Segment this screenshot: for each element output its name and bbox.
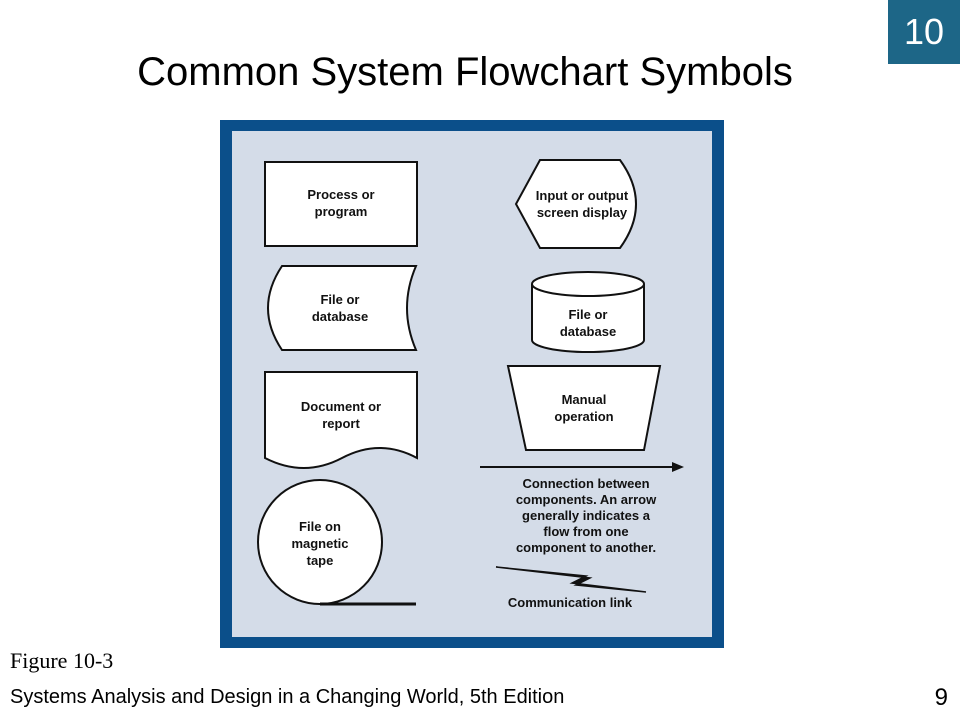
connection-arrow-symbol xyxy=(480,462,684,472)
connection-line5: component to another. xyxy=(516,540,656,555)
flowchart-symbols-figure: Process or program Input or output scree… xyxy=(220,120,724,648)
connection-line4: flow from one xyxy=(543,524,628,539)
file-left-label-line1: File or xyxy=(320,292,359,307)
connection-line2: components. An arrow xyxy=(516,492,657,507)
io-display-symbol: Input or output screen display xyxy=(514,159,637,249)
file-right-label-line1: File or xyxy=(568,307,607,322)
document-label-line1: Document or xyxy=(301,399,381,414)
manual-operation-symbol: Manual operation xyxy=(506,365,662,451)
connection-line1: Connection between xyxy=(522,476,649,491)
comm-link-label: Communication link xyxy=(508,595,633,610)
chapter-badge: 10 xyxy=(888,0,960,64)
io-label-line1: Input or output xyxy=(536,188,629,203)
document-symbol: Document or report xyxy=(264,371,418,469)
file-database-right-symbol: File or database xyxy=(531,271,645,353)
process-label-line1: Process or xyxy=(307,187,374,202)
page-number: 9 xyxy=(934,684,948,711)
footer-text: Systems Analysis and Design in a Changin… xyxy=(10,686,565,708)
manual-label-line2: operation xyxy=(554,409,613,424)
manual-label-line1: Manual xyxy=(562,392,607,407)
flowchart-symbols-svg: Process or program Input or output scree… xyxy=(220,120,724,648)
tape-label-line1: File on xyxy=(299,519,341,534)
process-label-line2: program xyxy=(315,204,368,219)
document-label-line2: report xyxy=(322,416,360,431)
tape-label-line2: magnetic xyxy=(291,536,348,551)
file-left-label-line2: database xyxy=(312,309,368,324)
connection-description: Connection between components. An arrow … xyxy=(516,476,657,555)
io-label-line2: screen display xyxy=(537,205,628,220)
magnetic-tape-symbol: File on magnetic tape xyxy=(257,479,416,606)
slide-title: Common System Flowchart Symbols xyxy=(137,50,793,94)
file-right-label-line2: database xyxy=(560,324,616,339)
communication-link-symbol: Communication link xyxy=(495,566,647,610)
file-database-left-symbol: File or database xyxy=(267,265,418,351)
connection-line3: generally indicates a xyxy=(522,508,651,523)
tape-label-line3: tape xyxy=(307,553,334,568)
process-symbol: Process or program xyxy=(264,161,418,247)
figure-caption: Figure 10-3 xyxy=(10,648,114,673)
